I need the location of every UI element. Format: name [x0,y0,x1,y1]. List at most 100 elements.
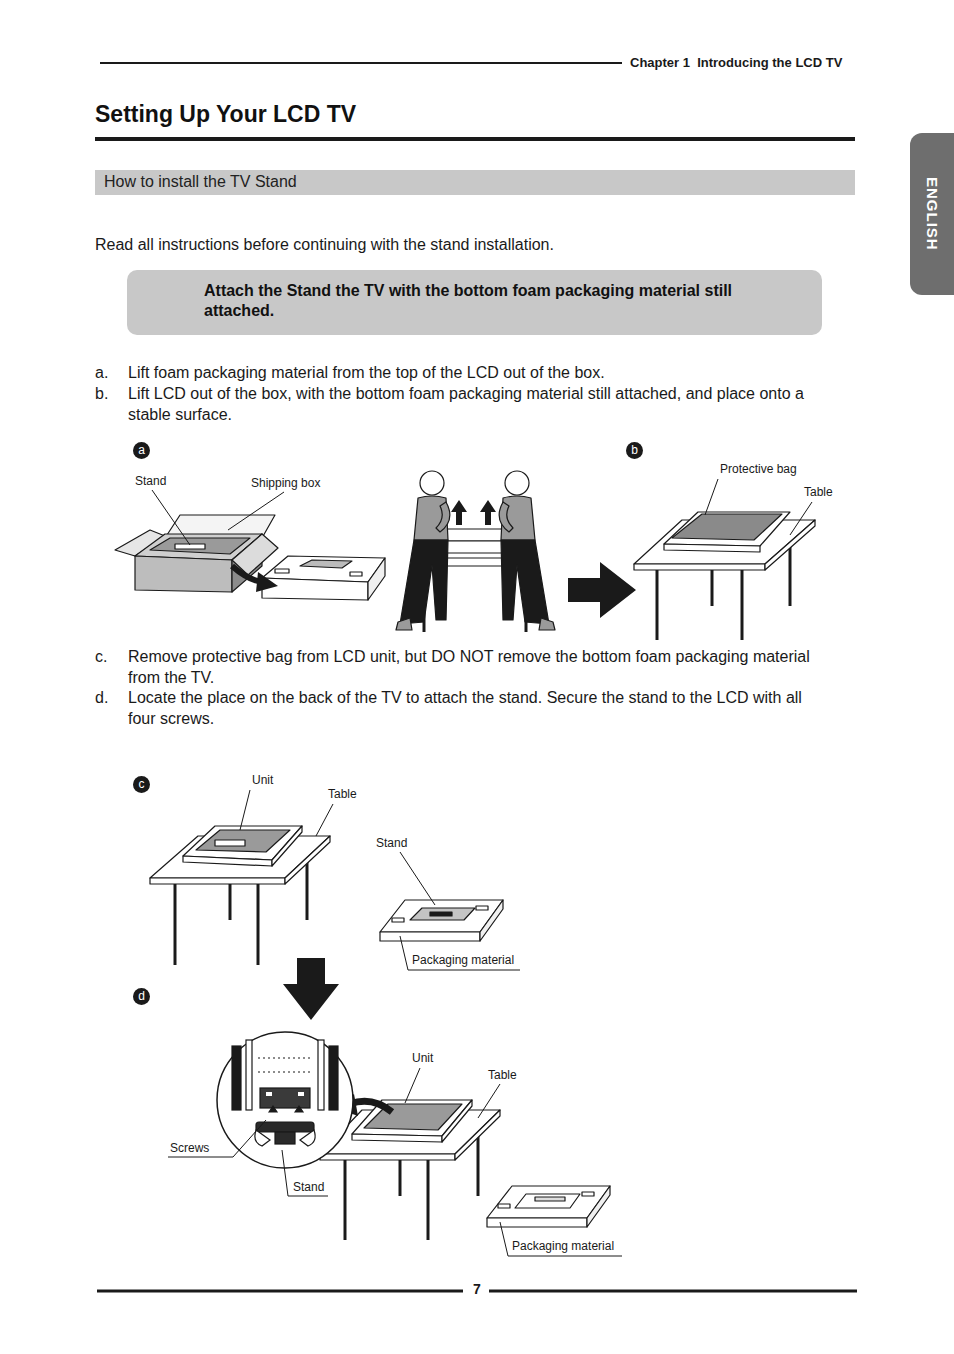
stand-in-tray [380,932,480,941]
people-lifting [539,618,555,630]
section-band: How to install the TV Stand [95,170,855,195]
lift-arrow [451,500,496,525]
table [399,1160,402,1196]
tv-in-bag [664,512,790,546]
foam-tray [535,1197,565,1201]
stand-in-tray [476,906,488,910]
people-lifting [396,618,412,630]
part-label: Table [488,1068,517,1082]
part-label: Shipping box [251,476,320,490]
tv-unit [183,826,302,860]
leader-line [405,1068,420,1103]
magnified-view [232,1046,241,1110]
magnified-view [300,1130,315,1146]
table [656,570,659,640]
part-label: Stand [293,1180,324,1194]
foam-tray [487,1218,587,1227]
part-label: Unit [252,773,273,787]
stand-in-tray [392,918,404,922]
move-arrow [256,572,278,592]
lift-arrow [480,500,496,525]
body-text: Read all instructions before continuing … [95,234,554,255]
step-letter: c. [95,646,107,667]
part-label: Protective bag [720,462,797,476]
foam-tray [498,1204,510,1208]
page-number: 7 [473,1281,481,1297]
people-lifting [436,502,450,532]
page-rule [95,137,855,141]
language-tab: ENGLISH [910,133,954,295]
magnified-view [256,1122,314,1132]
step-text: Lift foam packaging material from the to… [128,362,818,383]
table [174,884,177,965]
leader-line [400,936,520,970]
part-label: Stand [135,474,166,488]
part-label: Packaging material [512,1239,614,1253]
foam-tray [487,1186,610,1227]
table [150,878,285,884]
table [306,858,309,920]
magnified-view [260,1088,310,1108]
leader-line [705,479,718,515]
leader-line [152,490,190,545]
page-rule [95,63,857,1291]
foam-tray [368,558,385,600]
leader-line [790,502,812,535]
shipping-box [150,538,250,554]
leader-line [400,852,435,905]
table [257,884,260,965]
callout-number-text: b [631,442,638,459]
step-letter: b. [95,383,108,404]
tv-unit [352,1134,442,1142]
page-title: Setting Up Your LCD TV [95,101,356,128]
foam-tray [350,572,362,576]
magnified-view [258,1071,312,1072]
leader-line [152,479,812,1256]
callout-number-text: d [138,988,145,1005]
tv-unit [196,830,290,852]
magnified-view [266,1092,272,1096]
foam-tray [582,1192,594,1196]
page-rule [489,1290,857,1293]
tv-in-bag [664,544,760,552]
people-lifting [400,540,448,624]
move-arrow [232,566,278,592]
magnified-view [269,1106,277,1112]
magnified-view [318,1040,324,1110]
foam-tray [262,578,368,600]
table [741,570,744,640]
part-label: Packaging material [412,953,514,967]
table [344,1160,347,1240]
leader-line [478,1084,500,1118]
tv-unit [183,856,272,866]
shipping-box [135,556,232,592]
stand-in-tray [430,912,452,916]
foam-tray [300,560,352,568]
table [427,1160,430,1240]
stand-in-tray [380,900,503,941]
leader-line [240,790,250,830]
magnified-view [298,1092,304,1096]
magnified-view [329,1046,338,1110]
warning-box: Attach the Stand the TV with the bottom … [127,270,822,335]
part-label: Screws [170,1141,209,1155]
tv-unit [183,826,302,866]
people-lifting [499,502,513,532]
leader-line [500,1222,622,1256]
magnified-view [295,1106,303,1112]
step-letter: a. [95,362,108,383]
callout-number: c [133,776,150,793]
magnified-view [217,1032,353,1168]
magnified-view [258,1057,312,1058]
step-text: Lift LCD out of the box, with the bottom… [128,383,818,425]
table [477,1130,480,1196]
foam-tray [275,569,289,573]
step-text: Remove protective bag from LCD unit, but… [128,646,818,688]
step-letter: d. [95,687,108,708]
tv-unit [215,840,245,846]
table [229,884,232,920]
part-label: Stand [376,836,407,850]
callout-number-text: c [139,776,145,793]
people-lifting [396,471,555,632]
